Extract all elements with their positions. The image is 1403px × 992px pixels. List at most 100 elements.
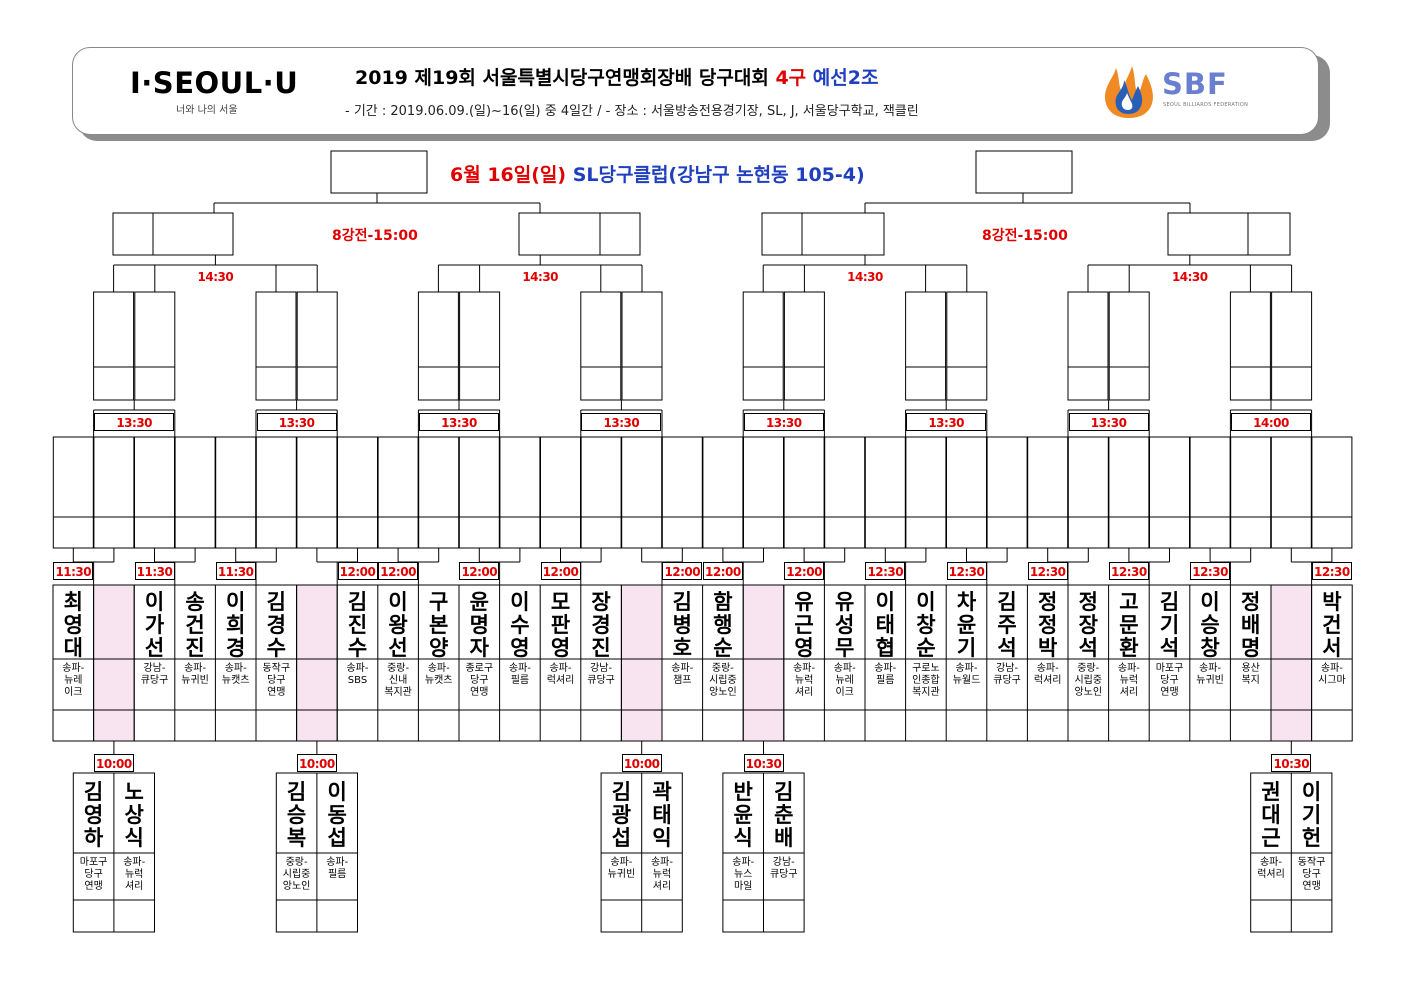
match-date: 6월 16일(일) — [450, 164, 567, 186]
r1-box — [337, 436, 378, 549]
r1-box — [946, 436, 987, 549]
r1-box — [255, 436, 297, 549]
prelim-time-label: 10:00 — [296, 754, 337, 772]
qf-box — [518, 212, 641, 256]
match-time-label: 12:00 — [378, 562, 419, 580]
r1-box — [1270, 436, 1312, 549]
player-club: 송파-챔프 — [671, 662, 693, 686]
r1-box — [1067, 436, 1109, 549]
match-time-label: 12:00 — [540, 562, 581, 580]
r1-box — [986, 436, 1028, 549]
prelim-player-club: 송파-뉴귀빈 — [608, 856, 636, 880]
player-club: 송파-필름 — [874, 662, 896, 686]
r1-box — [1108, 436, 1150, 549]
r1-box — [1149, 436, 1190, 549]
prelim-time-label: 10:00 — [621, 754, 662, 772]
match-time-label: 11:30 — [53, 562, 94, 580]
r2-box — [621, 291, 663, 401]
match-time-label: 12:30 — [946, 562, 987, 580]
player-club: 송파-뉴월드 — [953, 662, 981, 686]
page-title: 2019 제19회 서울특별시당구연맹회장배 당구대회 4구 예선2조 — [355, 63, 878, 90]
r2-box — [1271, 291, 1313, 401]
r2-box — [946, 291, 988, 401]
match-time-label: 12:30 — [865, 562, 906, 580]
r1-box — [377, 436, 419, 549]
player-club: 송파-SBS — [346, 662, 368, 686]
r1-box — [580, 436, 622, 549]
round-time-label: 14:30 — [522, 270, 559, 284]
prelim-player-club: 송파-필름 — [326, 856, 348, 880]
prelim-player-club: 송파-럭셔리 — [1257, 856, 1285, 880]
match-time-label: 12:30 — [1027, 562, 1068, 580]
iseoul-logo: I·SEOUL·U — [130, 66, 299, 100]
match-time-label: 12:30 — [1190, 562, 1231, 580]
match-time-label: 11:30 — [134, 562, 175, 580]
match-time-label: 12:00 — [337, 562, 378, 580]
sf-box-left — [330, 150, 428, 194]
match-time-label: 12:30 — [1311, 562, 1352, 580]
player-club: 송파-뉴귀빈 — [181, 662, 209, 686]
round-time-label: 13:30 — [1068, 413, 1149, 431]
qf-box — [761, 212, 885, 256]
r1-box — [864, 436, 906, 549]
player-club: 송파-뉴귀빈 — [1196, 662, 1224, 686]
bye-cell — [620, 584, 663, 742]
r2-box — [783, 291, 825, 401]
r1-box — [499, 436, 541, 549]
match-time-label: 12:00 — [702, 562, 743, 580]
r1-box — [52, 436, 94, 549]
match-venue: 6월 16일(일) SL당구클럽(강남구 논현동 105-4) — [450, 160, 865, 187]
qf-label-right: 8강전-15:00 — [982, 228, 1068, 244]
match-time-label: 12:00 — [662, 562, 703, 580]
match-time-label: 11:30 — [215, 562, 256, 580]
round-time-label: 13:30 — [419, 413, 499, 431]
round-time-label: 14:30 — [847, 270, 883, 284]
r1-box — [93, 436, 135, 549]
r2-box — [134, 291, 176, 401]
match-time-label: 12:30 — [1108, 562, 1149, 580]
r1-box — [1311, 436, 1353, 549]
title-cue-type: 4구 — [775, 67, 807, 89]
round-time-label: 13:30 — [743, 413, 824, 431]
prelim-player-club: 강남-큐당구 — [770, 856, 798, 880]
round-time-label: 14:30 — [1171, 270, 1208, 284]
player-club: 송파-럭셔리 — [547, 662, 575, 686]
round-time-label: 13:30 — [94, 413, 175, 431]
r2-box — [742, 291, 784, 401]
period-venue-line: - 기간 : 2019.06.09.(일)~16(일) 중 4일간 / - 장소… — [345, 104, 919, 119]
player-club: 송파-뉴캣츠 — [425, 662, 453, 686]
r1-box — [418, 436, 460, 549]
r1-box — [296, 436, 338, 549]
r2-box — [255, 291, 297, 401]
